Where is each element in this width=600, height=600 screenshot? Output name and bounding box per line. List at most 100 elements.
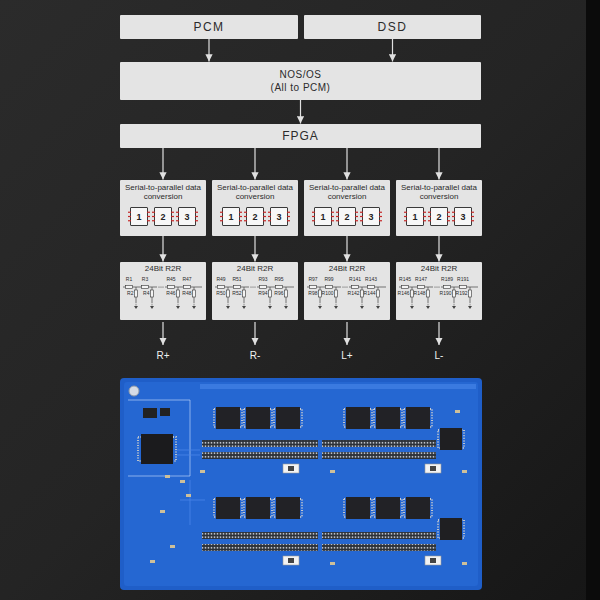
pin-header [202, 440, 436, 551]
flow-arrow [346, 148, 347, 180]
chip-pin [423, 212, 426, 213]
chip-box: 1 [406, 207, 424, 226]
pin-header [322, 532, 436, 539]
relay-component [288, 466, 294, 471]
chip-pin [171, 216, 174, 217]
chip-pin [147, 220, 150, 221]
node-text: 24Bit R2R [145, 264, 181, 273]
resistor-label: R144 [362, 290, 376, 296]
ic-chips [216, 497, 240, 519]
chip-pin [447, 220, 450, 221]
chip-pin [220, 212, 223, 213]
chip-pin [447, 212, 450, 213]
chip-pin [355, 220, 358, 221]
ic-chips [346, 407, 370, 429]
chip-pin [176, 212, 179, 213]
node-text: DSD [378, 20, 408, 34]
converter-box: Serial-to-parallel data conversion123 [304, 180, 390, 236]
pin-header [322, 452, 436, 459]
chip-box: 1 [314, 207, 332, 226]
node-text: 24Bit R2R [237, 264, 273, 273]
resistor-label: R192 [454, 290, 468, 296]
pin-header [202, 544, 318, 551]
resistor-label: R190 [438, 290, 452, 296]
resistor-label: R2 [120, 290, 134, 296]
resistor-label: R51 [227, 276, 247, 282]
pin-header [322, 440, 436, 447]
ic-chips [406, 407, 430, 429]
chip-pin [171, 220, 174, 221]
node-text: Serial-to-parallel data conversion [123, 183, 203, 201]
ic-chips [406, 497, 430, 519]
node-text: PCM [193, 20, 224, 34]
ic-chips [216, 407, 240, 429]
pin-header [202, 532, 318, 539]
flow-arrow [162, 236, 163, 262]
chip-box: 2 [430, 207, 448, 226]
output-signal: R- [239, 349, 271, 363]
passive-component [200, 470, 205, 473]
chip-pin [263, 220, 266, 221]
resistor-label: R48 [178, 290, 192, 296]
passive-component [186, 494, 191, 497]
resistor-label: R147 [411, 276, 431, 282]
chip-pin [404, 212, 407, 213]
pin-header [322, 440, 436, 447]
chip-pin [128, 220, 131, 221]
resistor-ladder [399, 286, 478, 310]
passive-component [165, 475, 170, 478]
fpga-chip [141, 434, 173, 464]
pcb-board [175, 450, 205, 525]
relay-component [283, 464, 441, 565]
chip-pin [244, 216, 247, 217]
relay-component [430, 558, 436, 563]
output-signal: L+ [331, 349, 363, 363]
chip-pin [147, 216, 150, 217]
node-text: 3 [368, 212, 373, 222]
node-text: 1 [136, 212, 141, 222]
chip-pin [336, 216, 339, 217]
pin-header [202, 440, 318, 447]
chip-box: 2 [246, 207, 264, 226]
chip-pin [239, 220, 242, 221]
pin-header [202, 452, 318, 459]
chip-pin [355, 216, 358, 217]
chip-pin [220, 216, 223, 217]
chip-pin [268, 216, 271, 217]
chip-pin [312, 216, 315, 217]
resistor-label: R148 [412, 290, 426, 296]
output-arrows [254, 322, 255, 345]
passive-component [170, 545, 175, 548]
relay-component [283, 556, 299, 565]
chip-box: 3 [362, 207, 380, 226]
resistor-label: R47 [177, 276, 197, 282]
resistor-label: R143 [361, 276, 381, 282]
output-arrows [438, 322, 439, 345]
flow-arrow [300, 100, 301, 124]
resistor-label: R141 [345, 276, 365, 282]
chip-pin [171, 212, 174, 213]
chip-pin [331, 220, 334, 221]
chip-pin [331, 216, 334, 217]
resistor-label: R1 [119, 276, 139, 282]
resistor-label: R145 [395, 276, 415, 282]
node-text: Serial-to-parallel data conversion [215, 183, 295, 201]
chip-pin [447, 216, 450, 217]
ic-chips [440, 428, 462, 450]
input-box: DSD [304, 15, 481, 39]
resistor-label: R100 [320, 290, 334, 296]
flow-arrow [254, 148, 255, 180]
resistor-label: R98 [304, 290, 318, 296]
relay-component [283, 464, 299, 473]
resistor-label: R3 [135, 276, 155, 282]
chip-pin [404, 216, 407, 217]
resistor-ladder [123, 286, 202, 310]
resistor-label: R50 [212, 290, 226, 296]
output-signal: L- [423, 349, 455, 363]
chip-pin [195, 212, 198, 213]
node-text: 3 [276, 212, 281, 222]
output-arrows [163, 322, 439, 345]
node-text: (All to PCM) [271, 81, 331, 94]
